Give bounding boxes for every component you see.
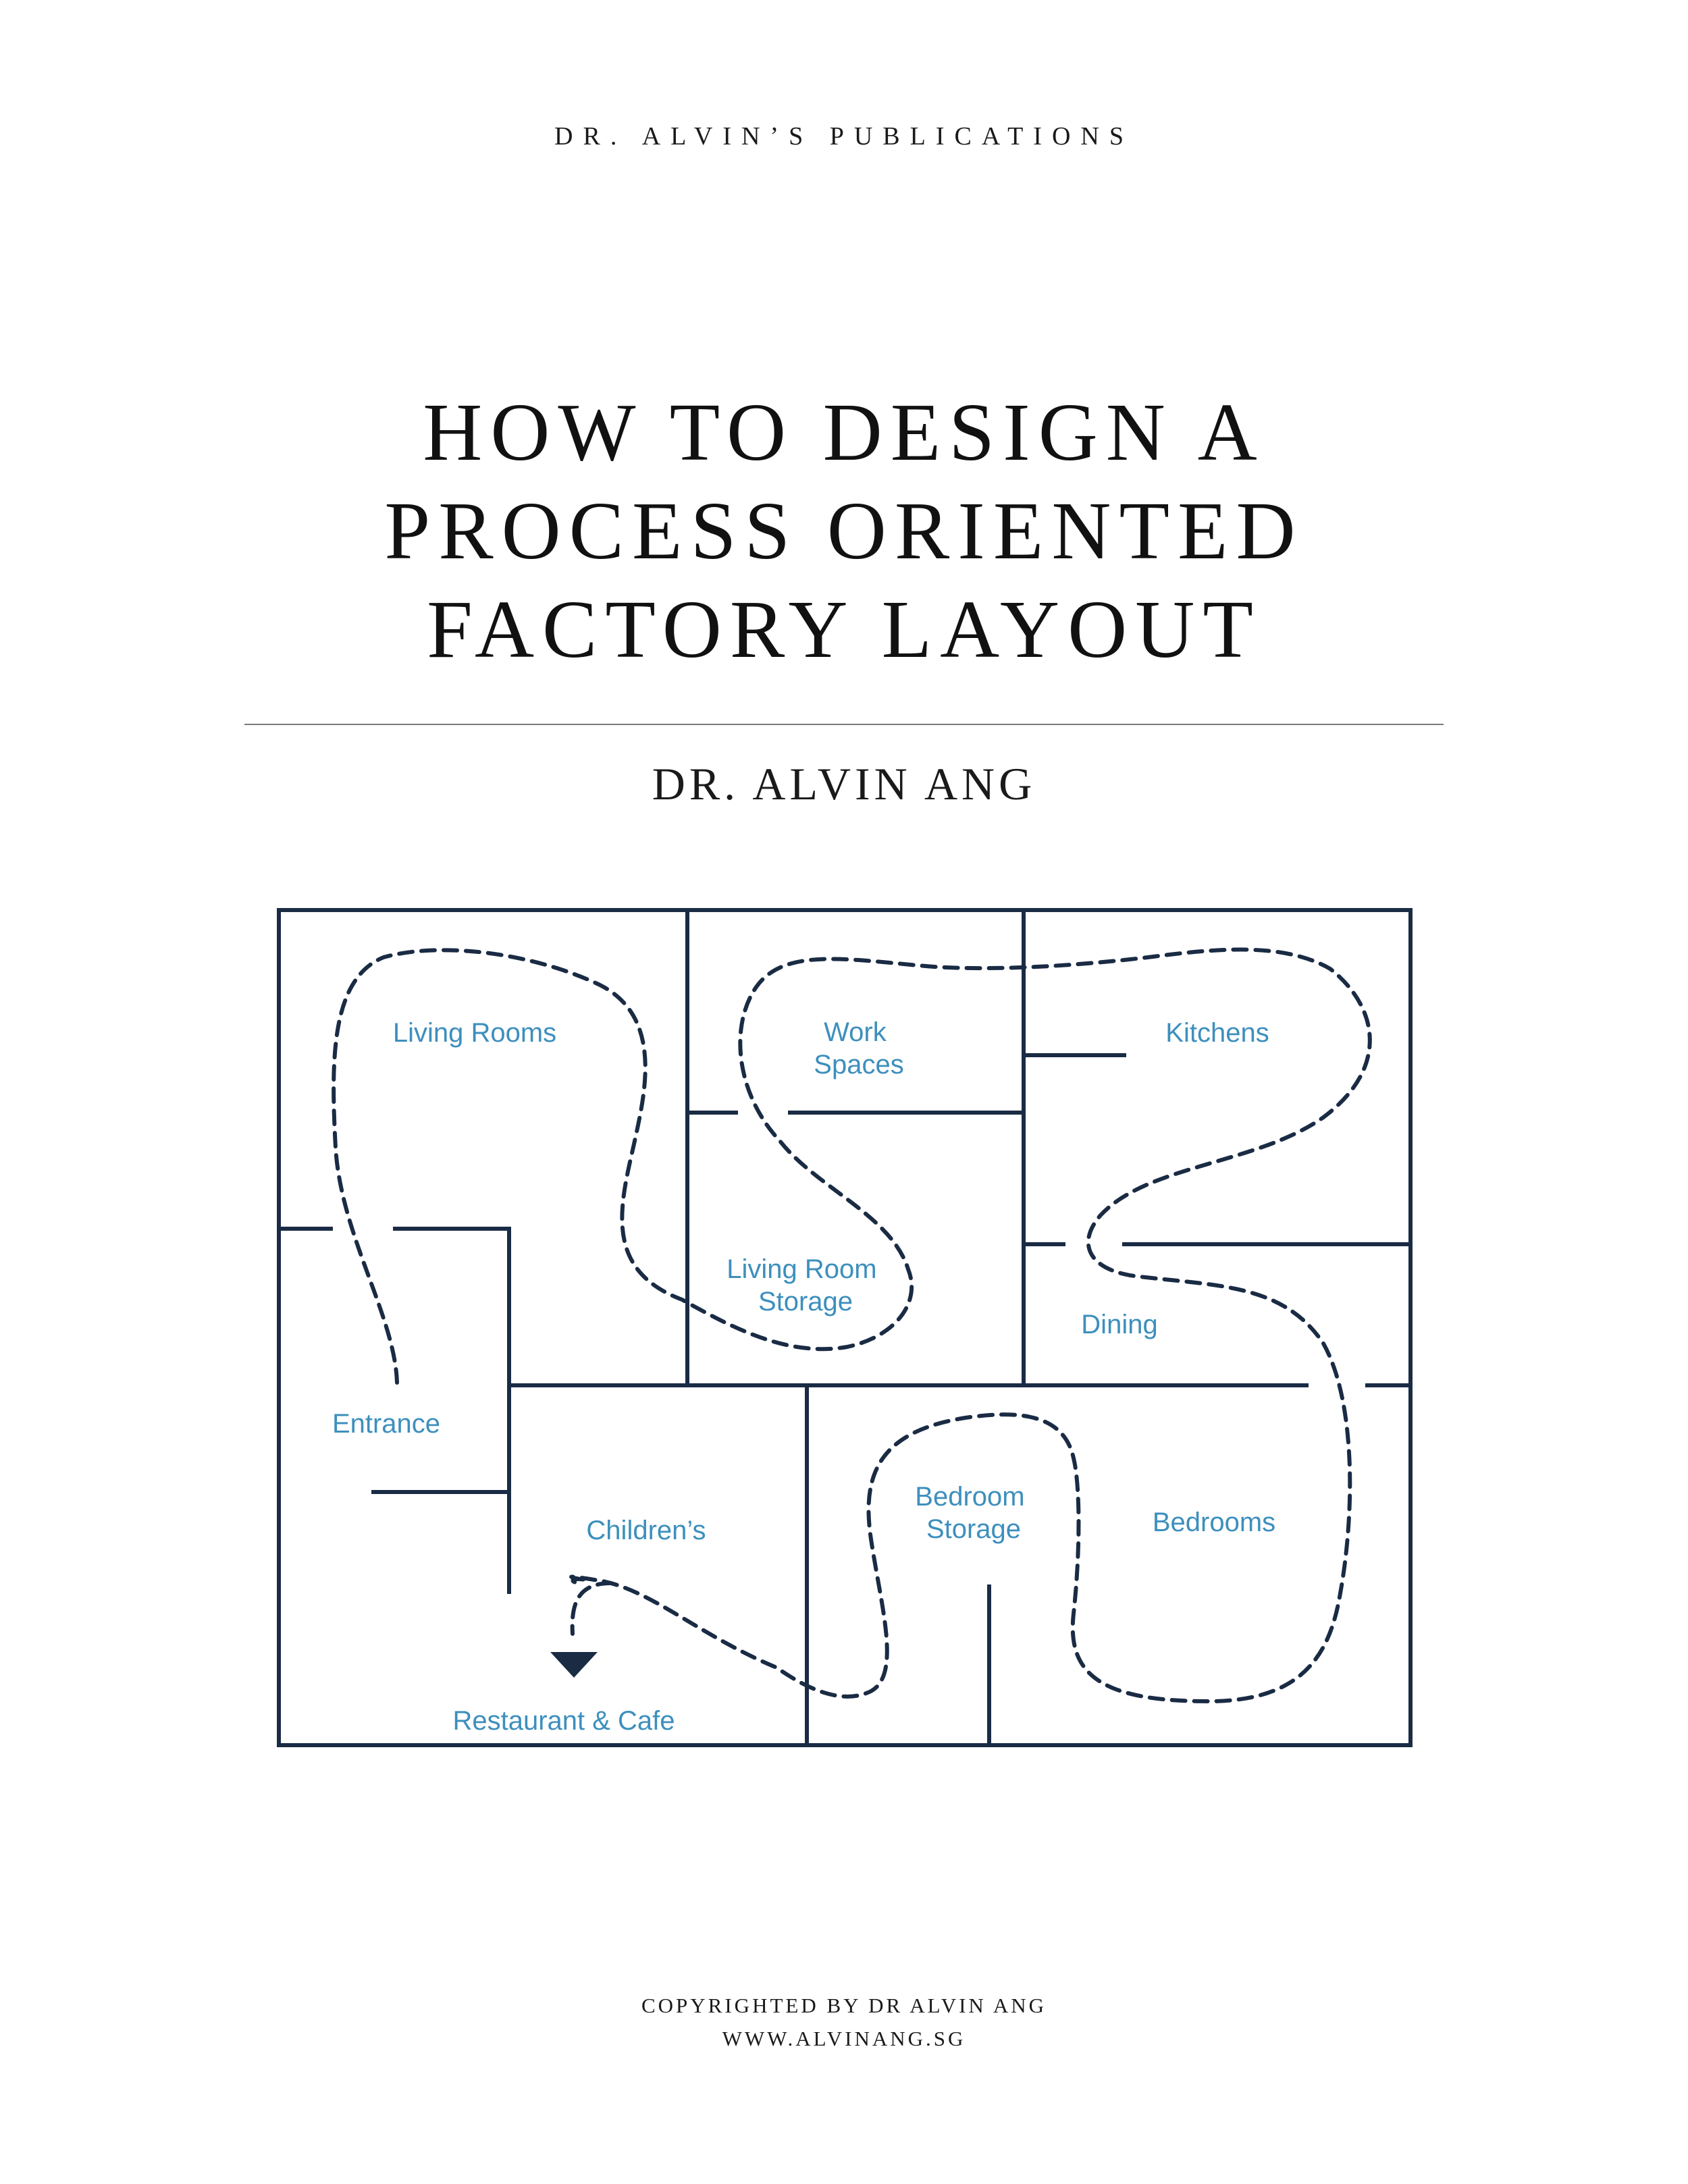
label-work-spaces: Work Spaces — [814, 1017, 903, 1080]
copyright-notice: COPYRIGHTED BY DR ALVIN ANG — [641, 1994, 1047, 2017]
label-entrance: Entrance — [332, 1409, 440, 1439]
title-divider — [244, 724, 1444, 725]
title-line-2: PROCESS ORIENTED — [384, 485, 1304, 577]
process-flow-path — [332, 947, 1372, 1704]
label-restaurant-cafe: Restaurant & Cafe — [452, 1706, 675, 1736]
label-living-rooms: Living Rooms — [393, 1018, 556, 1048]
label-childrens: Children’s — [586, 1516, 706, 1545]
process-flow-path-end — [570, 1581, 613, 1636]
book-title: HOW TO DESIGN A PROCESS ORIENTED FACTORY… — [0, 383, 1688, 679]
room-labels: Living Rooms Work Spaces Kitchens Living… — [332, 1017, 1275, 1736]
floor-plan-diagram: Living Rooms Work Spaces Kitchens Living… — [277, 908, 1413, 1747]
flow-end-arrowhead — [550, 1652, 598, 1678]
title-line-1: HOW TO DESIGN A — [423, 387, 1265, 478]
label-kitchens: Kitchens — [1165, 1018, 1269, 1048]
label-dining: Dining — [1081, 1310, 1157, 1339]
website-url: WWW.ALVINANG.SG — [722, 2027, 966, 2050]
author-name: DR. ALVIN ANG — [652, 758, 1036, 809]
label-bedrooms: Bedrooms — [1153, 1508, 1275, 1537]
title-line-3: FACTORY LAYOUT — [427, 584, 1261, 675]
label-bedroom-storage: Bedroom Storage — [915, 1482, 1032, 1544]
label-living-room-storage: Living Room Storage — [727, 1254, 884, 1316]
publisher-name: DR. ALVIN’S PUBLICATIONS — [554, 122, 1134, 151]
